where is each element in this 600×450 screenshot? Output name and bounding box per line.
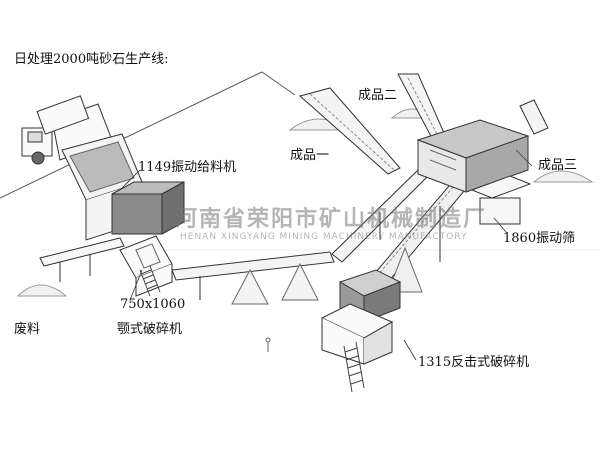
vibrating-screen-label: 1860振动筛 — [503, 231, 576, 246]
vibrating-feeder — [61, 133, 143, 241]
jaw-crusher-label: 颚式破碎机 — [117, 322, 183, 337]
jaw-crusher — [111, 181, 185, 235]
feeder-label: 1149振动给料机 — [138, 160, 237, 175]
conveyor-product-1 — [298, 87, 401, 175]
pointer-lines — [119, 149, 533, 361]
jaw-stairs — [139, 265, 161, 297]
jaw-platform — [119, 235, 173, 297]
screen-tower — [470, 175, 532, 225]
conveyor-jaw-to-impact — [171, 251, 335, 305]
product-1-label: 成品一 — [290, 148, 330, 163]
conveyor-product-2 — [397, 73, 449, 143]
waste-label: 废料 — [14, 322, 41, 337]
impact-crusher-label: 1315反击式破碎机 — [418, 355, 530, 370]
watermark-english: HENAN XINGYANG MINING MACHINERY MANUFACT… — [180, 232, 468, 242]
waste-pile — [16, 284, 68, 297]
product-2-label: 成品二 — [358, 88, 398, 103]
watermark-chinese: 河南省荣阳市矿山机械制造厂 — [175, 207, 488, 232]
jaw-crusher-size-label: 750x1060 — [120, 297, 186, 312]
vibrating-screen — [416, 119, 530, 193]
dump-truck — [21, 95, 113, 165]
waste-conveyor — [39, 237, 125, 282]
person-figure — [265, 337, 271, 352]
product-pile-3 — [532, 170, 594, 183]
product-3-label: 成品三 — [538, 158, 578, 173]
impact-stairs — [343, 341, 365, 393]
impact-platform — [320, 303, 394, 365]
page-title: 日处理2000吨砂石生产线: — [14, 52, 169, 67]
conveyor-product-3 — [519, 99, 549, 135]
